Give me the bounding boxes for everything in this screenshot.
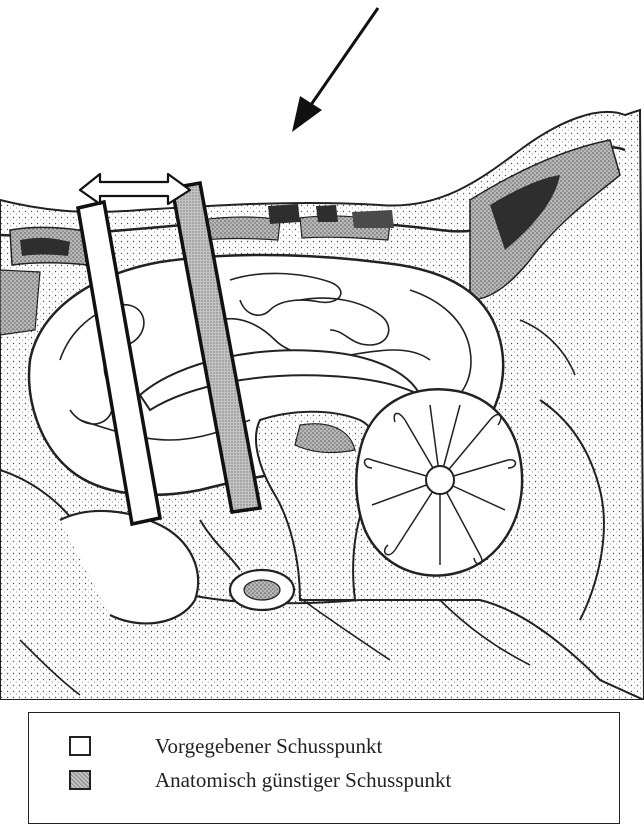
legend-item-predefined: Vorgegebener Schusspunkt	[69, 733, 382, 759]
legend-label-anatomical: Anatomisch günstiger Schusspunkt	[155, 768, 451, 793]
brain-sagittal-section-diagram	[0, 0, 644, 700]
arrow-down-left-icon	[292, 8, 378, 132]
legend-swatch-white	[69, 736, 91, 756]
legend: Vorgegebener Schusspunkt Anatomisch güns…	[28, 712, 620, 824]
double-headed-arrow-icon	[80, 174, 190, 204]
legend-swatch-grey	[69, 770, 91, 790]
legend-label-predefined: Vorgegebener Schusspunkt	[155, 734, 382, 759]
legend-item-anatomical: Anatomisch günstiger Schusspunkt	[69, 767, 451, 793]
cerebellum	[356, 389, 522, 575]
